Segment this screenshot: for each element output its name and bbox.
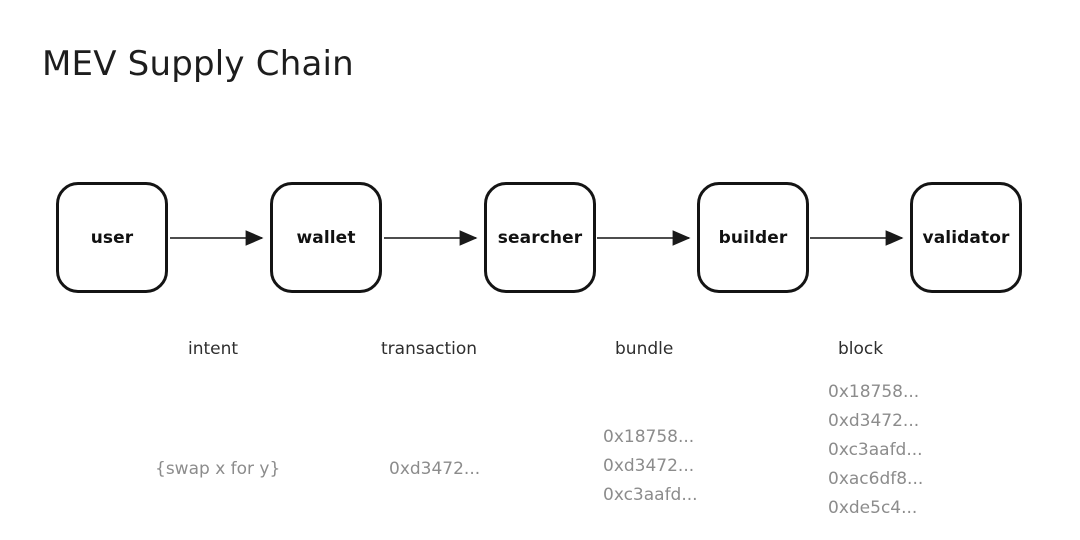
node-wallet[interactable]: wallet xyxy=(270,182,382,293)
payload-line: 0xac6df8... xyxy=(828,469,924,489)
node-validator[interactable]: validator xyxy=(910,182,1022,293)
edge-caption-transaction: transaction xyxy=(381,339,478,359)
payload-line: 0xc3aafd... xyxy=(603,485,698,505)
payload-intent: {swap x for y} xyxy=(155,455,280,484)
node-builder[interactable]: builder xyxy=(697,182,809,293)
payload-bundle: 0x18758... 0xd3472... 0xc3aafd... xyxy=(603,423,698,510)
node-user[interactable]: user xyxy=(56,182,168,293)
node-label: searcher xyxy=(497,227,583,248)
payload-line: {swap x for y} xyxy=(155,459,281,479)
node-searcher[interactable]: searcher xyxy=(484,182,596,293)
payload-line: 0x18758... xyxy=(828,382,920,402)
payload-line: 0xd3472... xyxy=(389,459,481,479)
edge-caption-bundle: bundle xyxy=(615,339,674,359)
node-label: user xyxy=(90,227,134,248)
edge-caption-block: block xyxy=(838,339,884,359)
edge-caption-intent: intent xyxy=(188,339,239,359)
node-label: wallet xyxy=(296,227,356,248)
payload-block: 0x18758... 0xd3472... 0xc3aafd... 0xac6df8.… xyxy=(828,378,923,523)
payload-line: 0x18758... xyxy=(603,427,695,447)
payload-line: 0xd3472... xyxy=(828,411,920,431)
node-label: builder xyxy=(718,227,788,248)
page-title: MEV Supply Chain xyxy=(42,44,354,84)
payload-line: 0xde5c4... xyxy=(828,498,918,518)
payload-transaction: 0xd3472... xyxy=(389,455,480,484)
node-label: validator xyxy=(922,227,1010,248)
payload-line: 0xc3aafd... xyxy=(828,440,923,460)
payload-line: 0xd3472... xyxy=(603,456,695,476)
